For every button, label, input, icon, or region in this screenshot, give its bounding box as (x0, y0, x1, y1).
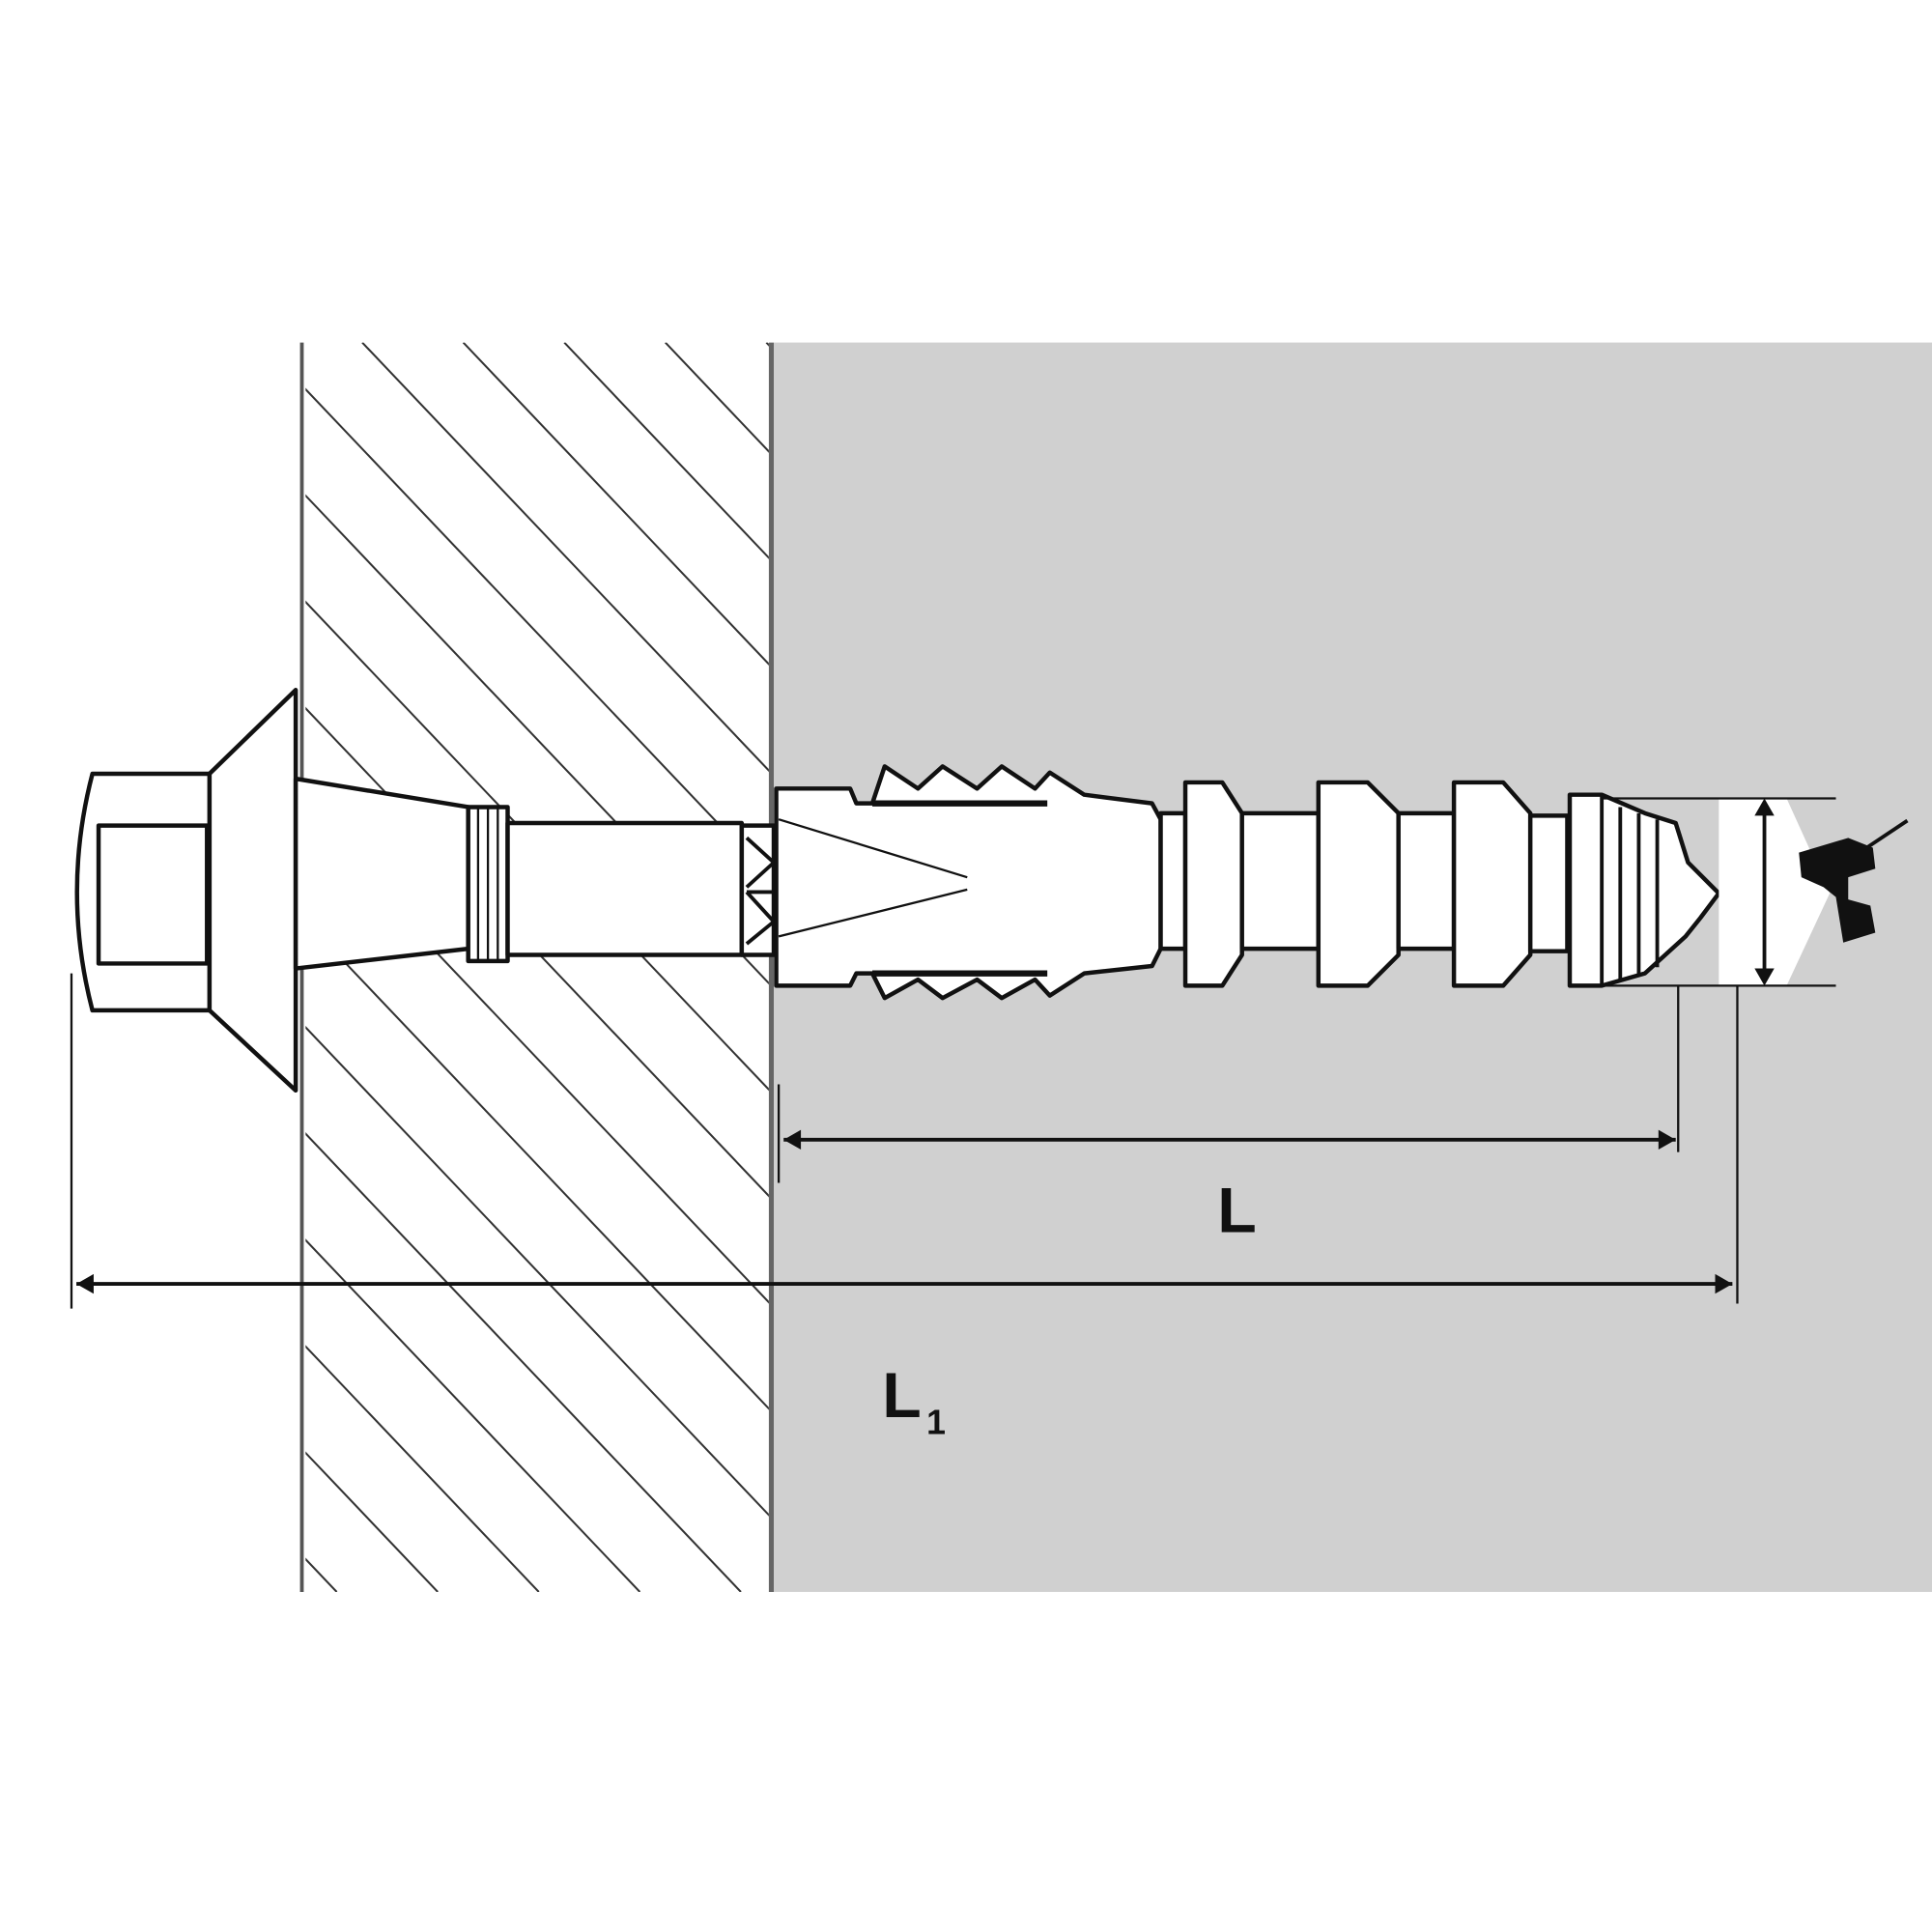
fixture-wall (0, 342, 775, 1592)
anchor-sleeve (774, 764, 1721, 1001)
hex-bolt-icon (74, 688, 777, 1094)
dimension-l1-label: L (882, 1360, 922, 1432)
dimension-l: L (777, 985, 1680, 1247)
dimension-l1-subscript: 1 (926, 1404, 946, 1442)
dimension-l-label: L (1217, 1176, 1257, 1247)
hatch-line (305, 1238, 641, 1592)
drill-icon (1799, 818, 1909, 943)
hatch-line (361, 342, 769, 773)
hatch-line (0, 343, 34, 1592)
hatch-line (462, 342, 769, 667)
hatch-line (305, 1026, 769, 1517)
hatch-line (305, 919, 769, 1410)
hatch-line (305, 1132, 742, 1592)
diameter-dimension (1602, 797, 1836, 987)
hatch-line (305, 706, 769, 1198)
hatch-line (305, 387, 769, 879)
hatch-line (305, 812, 769, 1304)
hatch-line (305, 600, 769, 1092)
hatch-line (305, 494, 769, 985)
hatch-line (305, 1345, 540, 1592)
dimension-l1: L 1 (70, 973, 1739, 1442)
hatch-line (563, 342, 769, 559)
